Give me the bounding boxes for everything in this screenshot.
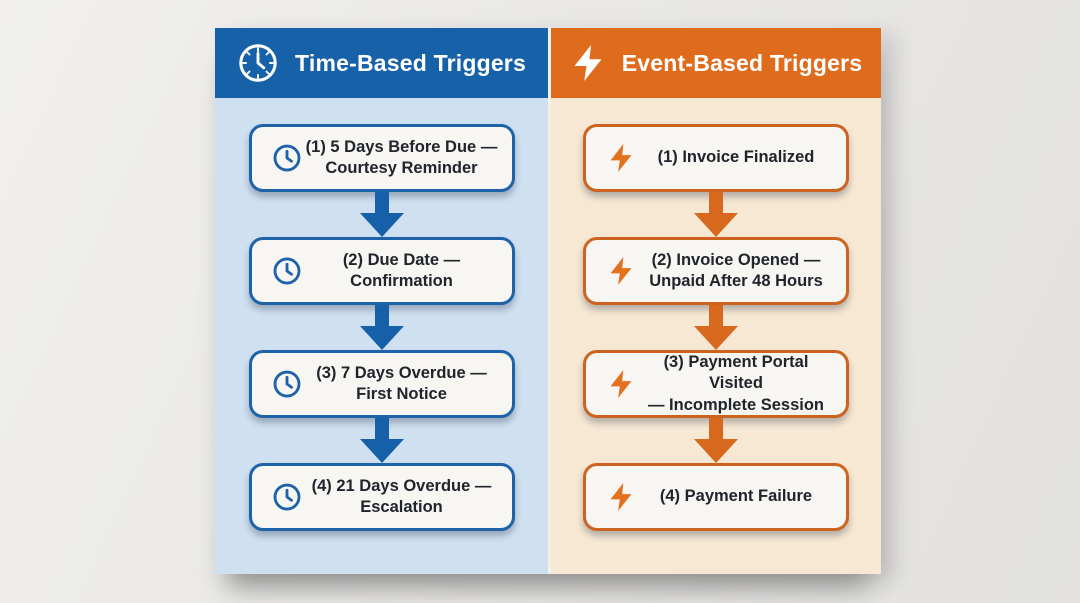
step-box: (4) 21 Days Overdue — Escalation — [248, 463, 515, 531]
flow-arrow-down-icon — [693, 305, 739, 350]
time-based-panel: (1) 5 Days Before Due — Courtesy Reminde… — [215, 98, 548, 574]
clock-icon — [270, 256, 304, 286]
step-label: (3) 7 Days Overdue — First Notice — [316, 363, 487, 403]
step-box: (1) 5 Days Before Due — Courtesy Reminde… — [248, 124, 515, 192]
flow-arrow-down-icon — [693, 418, 739, 463]
step-box: (2) Invoice Opened — Unpaid After 48 Hou… — [583, 237, 849, 305]
clock-icon — [270, 143, 304, 173]
event-based-header-label: Event-Based Triggers — [621, 49, 863, 76]
flow-arrow-down-icon — [359, 305, 405, 350]
event-based-column: Event-Based Triggers (1) Invoice Finaliz… — [548, 28, 881, 574]
time-based-column: Time-Based Triggers (1) 5 Days Before Du… — [215, 28, 548, 574]
flow-arrow-down-icon — [693, 192, 739, 237]
triggers-comparison-card: Time-Based Triggers (1) 5 Days Before Du… — [215, 28, 881, 574]
step-label: (4) Payment Failure — [659, 487, 813, 506]
event-based-panel: (1) Invoice Finalized (2) Invoice Opened… — [551, 98, 881, 574]
time-based-header-label: Time-Based Triggers — [295, 49, 526, 76]
step-label: (3) Payment Portal Visited — Incomplete … — [647, 352, 825, 414]
event-based-header: Event-Based Triggers — [551, 28, 881, 98]
lightning-icon — [604, 481, 638, 513]
time-based-header: Time-Based Triggers — [215, 28, 548, 98]
lightning-icon — [604, 142, 638, 174]
flow-arrow-down-icon — [359, 418, 405, 463]
flow-arrow-down-icon — [359, 192, 405, 237]
clock-icon — [270, 369, 304, 399]
step-label: (2) Due Date — Confirmation — [342, 250, 461, 290]
step-box: (4) Payment Failure — [583, 463, 849, 531]
step-box: (1) Invoice Finalized — [583, 124, 849, 192]
lightning-icon — [570, 43, 606, 83]
step-label: (4) 21 Days Overdue — Escalation — [311, 476, 492, 516]
lightning-icon — [604, 255, 638, 287]
lightning-icon — [604, 368, 638, 400]
clock-icon — [270, 482, 304, 512]
step-box: (3) 7 Days Overdue — First Notice — [248, 350, 515, 418]
step-box: (3) Payment Portal Visited — Incomplete … — [583, 350, 849, 418]
step-box: (2) Due Date — Confirmation — [248, 237, 515, 305]
step-label: (2) Invoice Opened — Unpaid After 48 Hou… — [649, 250, 823, 290]
step-label: (1) 5 Days Before Due — Courtesy Reminde… — [305, 137, 498, 177]
clock-face-icon — [237, 42, 279, 84]
step-label: (1) Invoice Finalized — [657, 148, 815, 167]
